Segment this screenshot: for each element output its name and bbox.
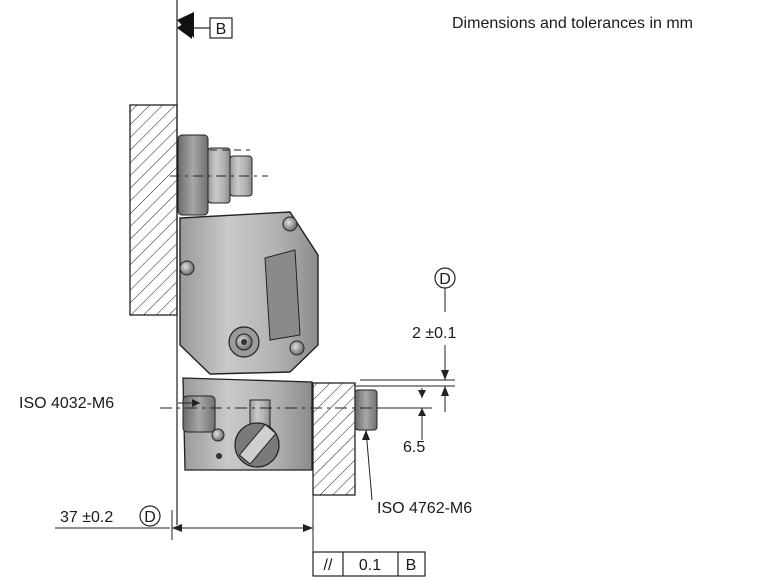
sensor-housing xyxy=(179,211,319,375)
offset-dimension xyxy=(378,388,432,440)
width-ref-label: D xyxy=(144,509,156,526)
screw-right-label: ISO 4762-M6 xyxy=(377,500,472,517)
width-ref-symbol xyxy=(139,505,161,527)
gap-dimension-label: 2 ±0.1 xyxy=(412,325,456,342)
tolerance-value: 0.1 xyxy=(359,557,381,574)
width-dimension-label: 37 ±0.2 xyxy=(60,509,113,526)
screw-right-leader xyxy=(365,429,373,501)
gap-dimension xyxy=(355,286,455,412)
mounting-bracket xyxy=(182,377,378,471)
units-note: Dimensions and tolerances in mm xyxy=(452,15,693,32)
datum-b-label: B xyxy=(216,21,227,38)
connector xyxy=(170,134,268,216)
tolerance-frame xyxy=(312,551,426,577)
width-dimension xyxy=(55,495,314,552)
tolerance-datum: B xyxy=(406,557,417,574)
offset-dimension-label: 6.5 xyxy=(403,439,425,456)
lower-hatched-block xyxy=(312,382,356,496)
screw-left-label: ISO 4032-M6 xyxy=(19,395,114,412)
tolerance-symbol: // xyxy=(324,557,333,574)
datum-d-label: D xyxy=(439,271,451,288)
datum-d-symbol xyxy=(434,267,456,289)
mounting-wall xyxy=(129,104,178,316)
